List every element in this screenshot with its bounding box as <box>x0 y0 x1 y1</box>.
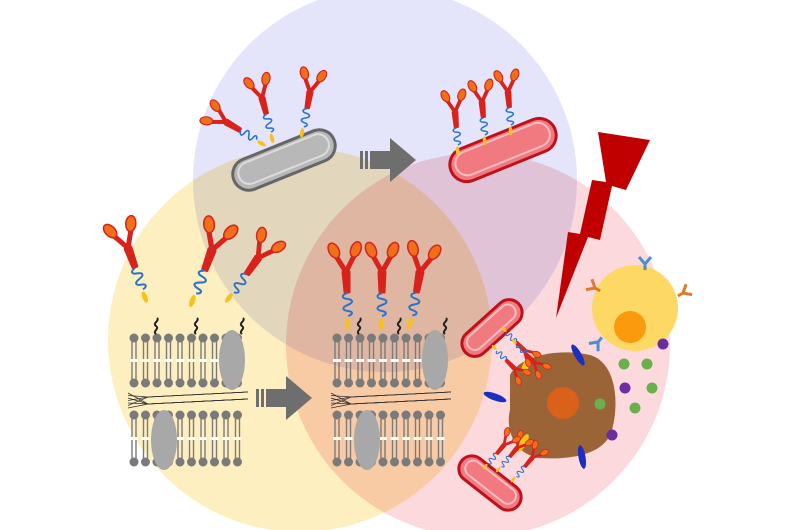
receptor-icon <box>637 256 653 270</box>
antibody-icon <box>482 427 521 470</box>
receptor-icon <box>577 445 587 469</box>
antibody-icon <box>327 241 363 330</box>
antibody-icon <box>440 88 467 156</box>
membrane-protein <box>151 410 177 470</box>
bacterium-gray <box>231 128 337 192</box>
granule <box>629 402 641 414</box>
cell-membrane-left <box>127 317 249 470</box>
cell-membrane-right <box>330 317 452 470</box>
antibody-icon <box>199 99 266 147</box>
antibody-icon <box>511 338 552 380</box>
antibody-icon <box>364 241 400 330</box>
arrow-right-top <box>360 138 416 182</box>
antibody-icon <box>225 226 287 303</box>
antibody-icon <box>189 215 239 307</box>
granule <box>606 429 618 441</box>
bacterium-tagged <box>448 116 558 184</box>
antibody-icon <box>102 214 148 303</box>
immune-cell-icon <box>585 256 693 352</box>
granule <box>646 382 658 394</box>
lightning-bolt-icon <box>556 132 650 318</box>
bacterium-tagged <box>460 298 524 358</box>
receptor-icon <box>588 336 604 352</box>
antibody-icon <box>493 68 520 136</box>
antibody-icon <box>243 71 275 144</box>
granule <box>641 358 653 370</box>
diagram-content <box>102 66 693 512</box>
granule <box>594 398 606 410</box>
receptor-icon <box>571 344 585 366</box>
granule <box>657 338 669 350</box>
membrane-protein <box>422 330 448 390</box>
granule <box>619 382 631 394</box>
antibody-icon <box>406 239 442 329</box>
antibody-icon <box>491 344 532 386</box>
bacterium-tagged <box>457 454 523 512</box>
membrane-protein <box>354 410 380 470</box>
antibody-icon <box>510 440 549 483</box>
receptor-icon <box>483 391 507 403</box>
arrow-right-bottom <box>256 376 312 420</box>
antibody-icon <box>467 78 494 146</box>
antibody-icon <box>299 66 328 138</box>
granule <box>618 358 630 370</box>
receptor-icon <box>585 278 601 293</box>
receptor-icon <box>677 283 693 298</box>
membrane-protein <box>219 330 245 390</box>
